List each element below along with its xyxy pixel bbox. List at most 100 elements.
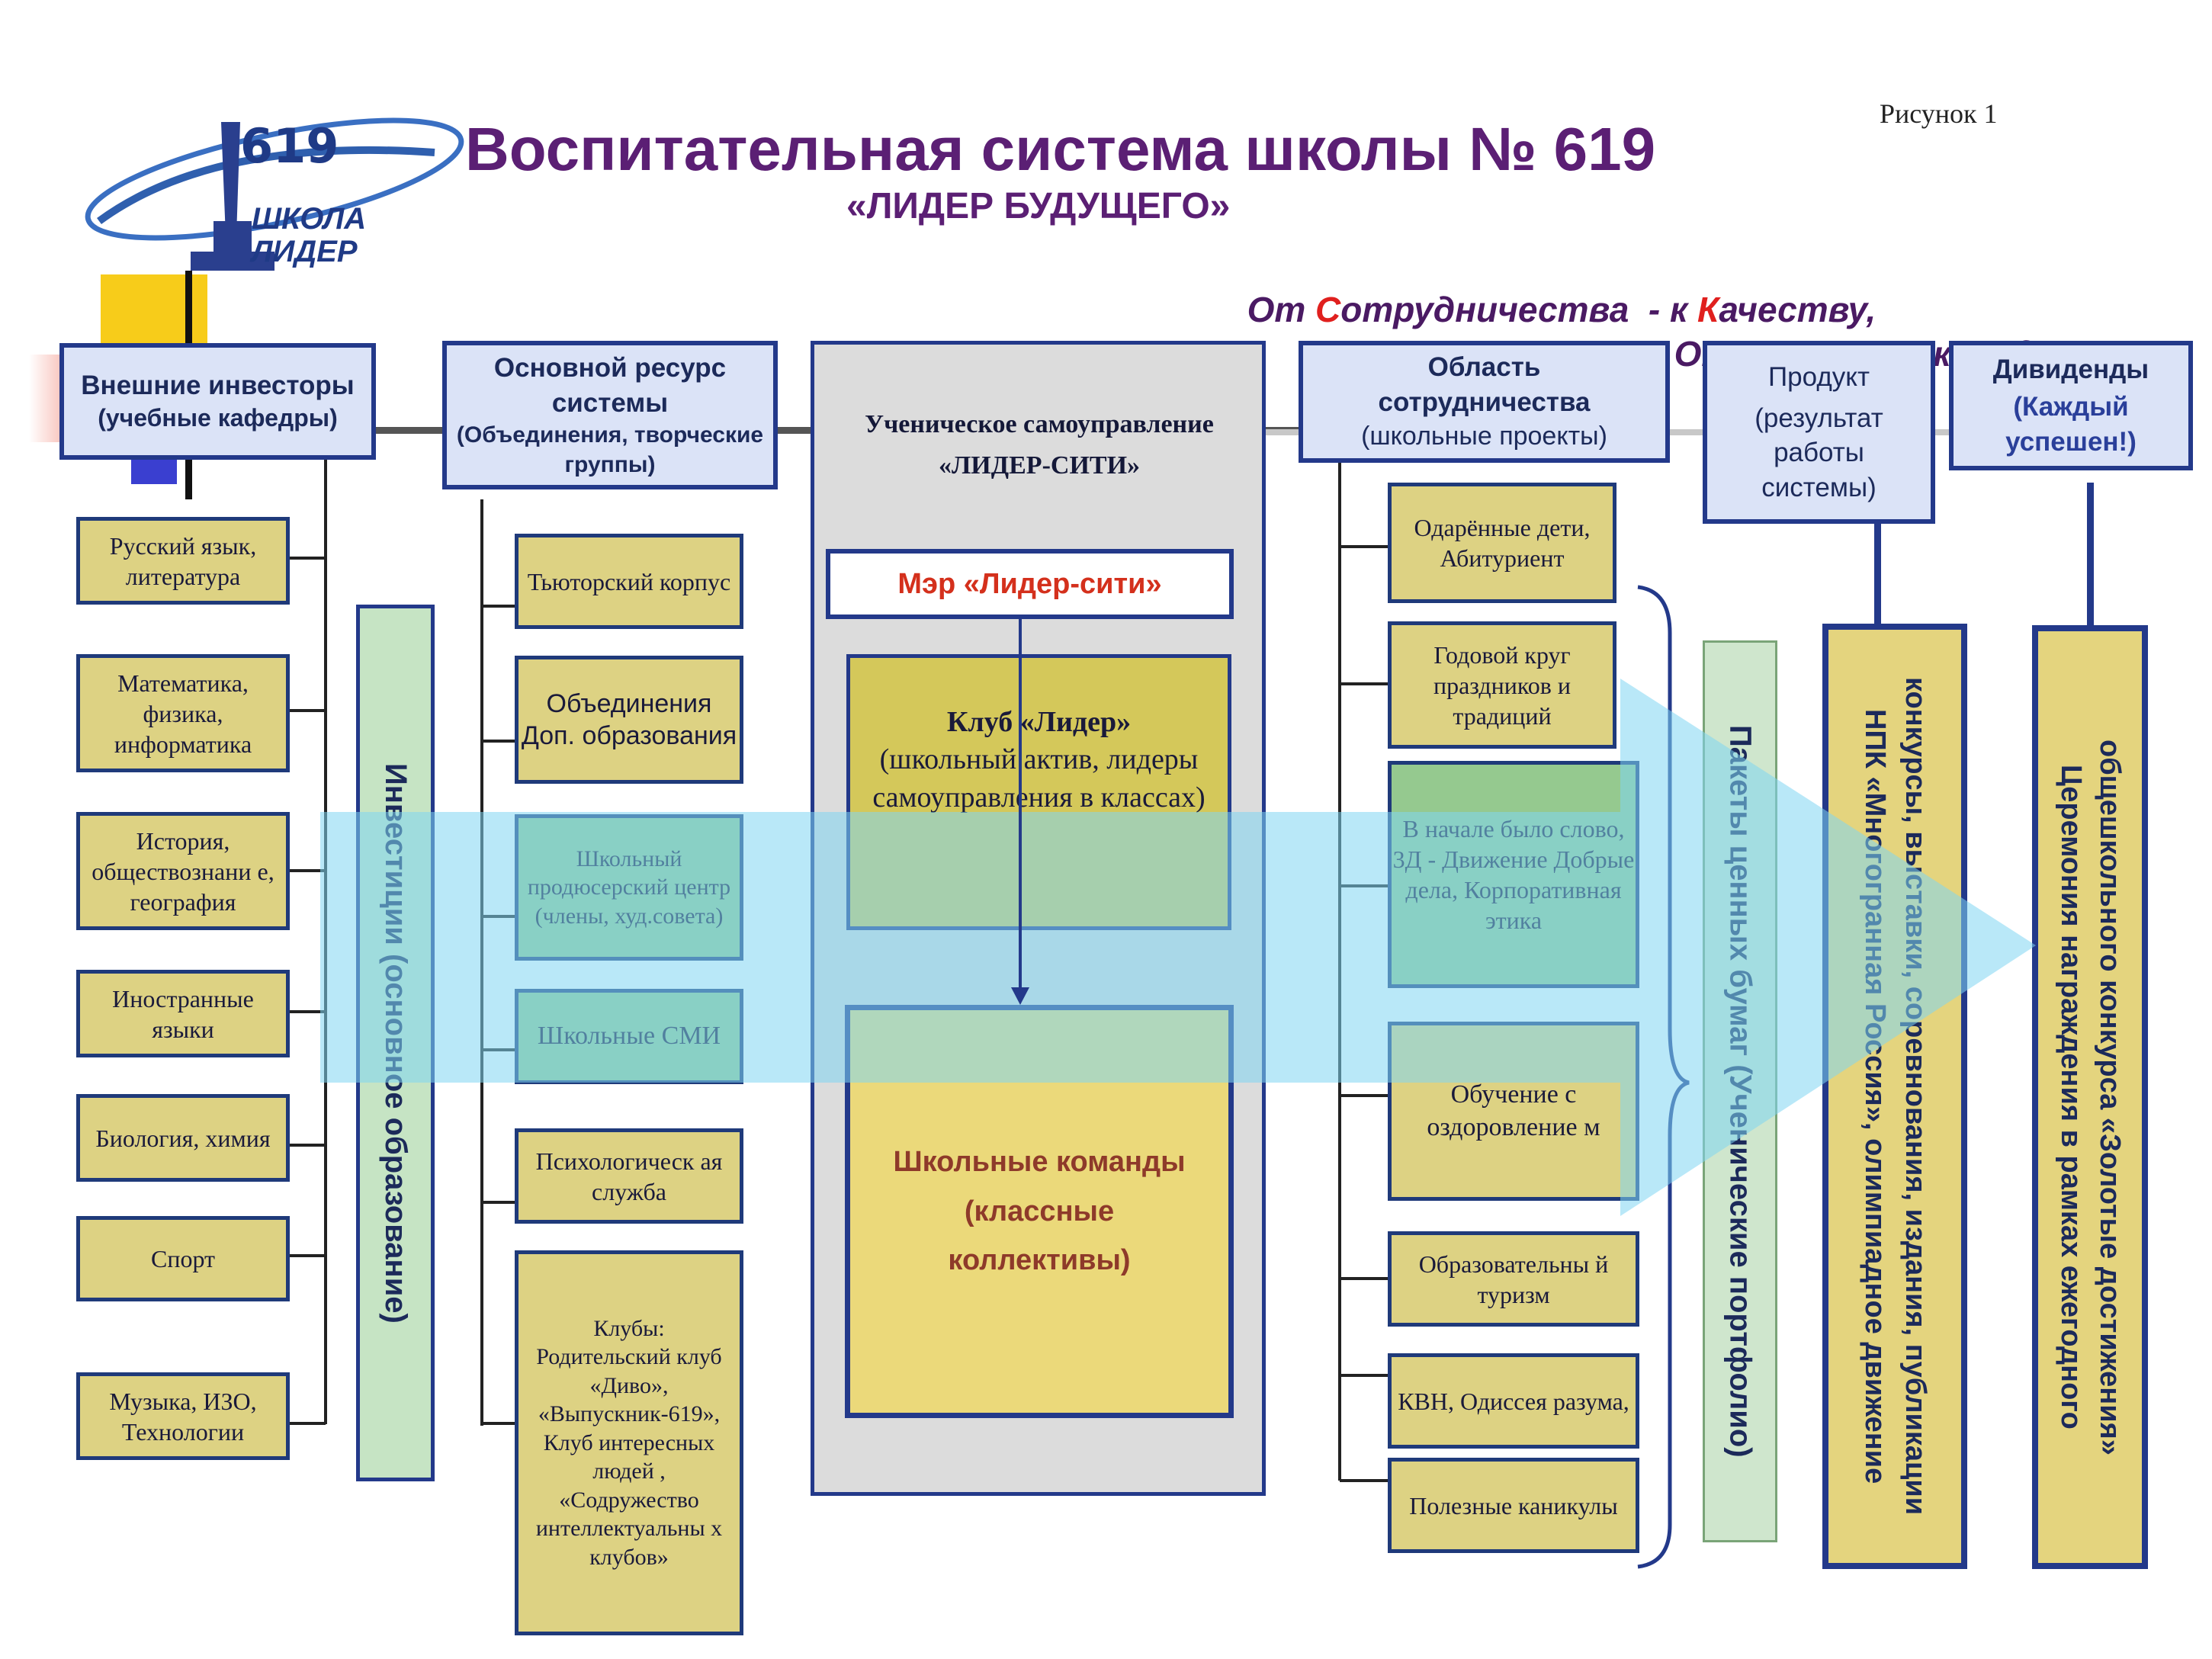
connector: [482, 1422, 516, 1425]
cooperation-item: Полезные каникулы: [1388, 1458, 1639, 1553]
resource-item: Объединения Доп. образования: [515, 656, 743, 784]
product-header: Продукт (результат работы системы): [1703, 341, 1935, 524]
self-government-title: Ученическое самоуправление «ЛИДЕР-СИТИ»: [814, 404, 1264, 487]
investments-label-text: Инвестиции (основное образование): [379, 762, 413, 1324]
investments-vertical-label: Инвестиции (основное образование): [356, 605, 435, 1481]
cooperation-item-label: Полезные каникулы: [1409, 1491, 1618, 1519]
connector: [482, 915, 516, 918]
cooperation-item: Годовой круг праздников и традиций: [1388, 621, 1616, 749]
self-government-title-l2: «ЛИДЕР-СИТИ»: [938, 451, 1141, 480]
product-vertical-l1: НПК «Многогранная Россия», олимпиадное д…: [1859, 708, 1891, 1484]
investor-item: Русский язык, литература: [76, 517, 290, 605]
motto-accent: С: [1315, 290, 1341, 329]
cooperation-item-label: Одарённые дети, Абитуриент: [1414, 514, 1591, 572]
connector: [482, 1048, 516, 1051]
investor-item: Музыка, ИЗО, Технологии: [76, 1372, 290, 1460]
connector: [1340, 1374, 1389, 1377]
cooperation-item-label: Годовой круг праздников и традиций: [1433, 640, 1572, 730]
school-teams-title: Школьные команды: [893, 1146, 1186, 1179]
school-teams-sub: (классные: [964, 1195, 1115, 1227]
motto-line1: От Сотрудничества - к Качеству,: [1228, 248, 1877, 330]
product-header-sub: (результат работы системы): [1755, 403, 1883, 502]
resource-item-label: Тьюторский корпус: [527, 567, 731, 595]
resource-header-sub: (Объединения, творческие группы): [456, 422, 764, 477]
cooperation-item: Одарённые дети, Абитуриент: [1388, 483, 1616, 603]
leader-club-title: Клуб «Лидер»: [946, 706, 1132, 738]
school-teams-box: Школьные команды (классные коллективы): [845, 1005, 1234, 1418]
connector: [288, 1010, 326, 1013]
dividends-vertical-l1: Церемония награждения в рамках ежегодног…: [2055, 765, 2087, 1430]
investor-item: Спорт: [76, 1216, 290, 1301]
cooperation-item: Образовательны й туризм: [1388, 1231, 1639, 1327]
connector: [288, 1422, 326, 1425]
connector: [1340, 1479, 1389, 1482]
investor-item-label: Музыка, ИЗО, Технологии: [109, 1387, 257, 1446]
investor-item-label: История, обществознани е, география: [91, 826, 274, 916]
product-vertical-l2: конкурсы, выставки, соревнования, издани…: [1899, 677, 1931, 1516]
product-connector: [1874, 524, 1881, 625]
cooperation-item-label: КВН, Одиссея разума,: [1398, 1387, 1629, 1415]
investors-header-sub: (учебные кафедры): [98, 404, 338, 432]
cooperation-item-label: В начале было слово, 3Д - Движение Добры…: [1392, 815, 1635, 934]
logo-number: 619: [240, 118, 339, 174]
connector: [482, 605, 516, 608]
resource-item-label: Школьные СМИ: [537, 1022, 721, 1051]
connector: [1340, 1277, 1389, 1280]
resource-header-title: Основной ресурс: [493, 353, 727, 383]
investor-item: Математика, физика, информатика: [76, 654, 290, 772]
dividends-connector: [2087, 483, 2094, 629]
investor-item-label: Русский язык, литература: [109, 531, 257, 590]
connector: [1340, 884, 1389, 887]
product-header-title: Продукт: [1768, 362, 1870, 392]
cooperation-item: КВН, Одиссея разума,: [1388, 1353, 1639, 1449]
motto-part: отрудничества - к: [1340, 290, 1698, 329]
self-government-title-l1: Ученическое самоуправление: [865, 410, 1214, 438]
dividends-vertical-l2: общешкольного конкурса «Золотые достижен…: [2094, 739, 2126, 1455]
cooperation-item: В начале было слово, 3Д - Движение Добры…: [1388, 761, 1639, 988]
leader-club-desc: (школьный актив, лидеры самоуправления в…: [872, 743, 1206, 813]
connector: [288, 1144, 326, 1147]
resource-header-title2: системы: [551, 387, 669, 418]
connector: [288, 557, 326, 560]
page-subtitle: «ЛИДЕР БУДУЩЕГО»: [846, 186, 1231, 226]
page-title: Воспитательная система школы № 619: [465, 115, 1656, 183]
investor-item: Биология, химия: [76, 1094, 290, 1182]
leader-club-box: Клуб «Лидер» (школьный актив, лидеры сам…: [846, 654, 1231, 930]
connector: [288, 1254, 326, 1257]
investor-item-label: Спорт: [150, 1245, 216, 1272]
resource-item: Клубы: Родительский клуб «Диво», «Выпуск…: [515, 1250, 743, 1635]
resource-item-label: Школьный продюсерский центр (члены, худ.…: [527, 846, 731, 929]
resource-item: Тьюторский корпус: [515, 534, 743, 629]
cooperation-item-label: Обучение с оздоровление м: [1427, 1080, 1600, 1141]
cooperation-header-title2: сотрудничества: [1378, 387, 1591, 417]
logo-line1: ШКОЛА: [252, 202, 367, 236]
product-vertical-box: НПК «Многогранная Россия», олимпиадное д…: [1822, 624, 1967, 1569]
resource-item-label: Психологическ ая служба: [535, 1147, 723, 1205]
cooperation-item-label: Образовательны й туризм: [1418, 1250, 1609, 1308]
investor-item-label: Математика, физика, информатика: [114, 669, 252, 758]
motto-accent: К: [1697, 290, 1719, 329]
resource-item: Школьный продюсерский центр (члены, худ.…: [515, 814, 743, 961]
investor-item-label: Биология, химия: [95, 1124, 271, 1152]
connector: [288, 869, 326, 872]
investor-item: История, обществознани е, география: [76, 812, 290, 930]
mayor-label: Мэр «Лидер-сити»: [897, 567, 1162, 600]
logo-graphic: [85, 117, 464, 271]
resource-item-label: Клубы: Родительский клуб «Диво», «Выпуск…: [535, 1315, 723, 1570]
connector: [482, 740, 516, 743]
investors-header-title: Внешние инвесторы: [81, 370, 355, 400]
cooperation-header-title: Область: [1427, 352, 1541, 383]
mayor-box: Мэр «Лидер-сити»: [826, 549, 1234, 619]
resource-item: Школьные СМИ: [515, 989, 743, 1084]
resource-item: Психологическ ая служба: [515, 1128, 743, 1224]
cooperation-item: Обучение с оздоровление м: [1388, 1022, 1639, 1201]
motto-part: ачеству,: [1719, 290, 1877, 329]
figure-label: Рисунок 1: [1880, 98, 1998, 129]
dividends-vertical-box: Церемония награждения в рамках ежегодног…: [2032, 625, 2148, 1569]
investors-connector: [324, 460, 327, 1424]
school-teams-sub2: коллективы): [948, 1244, 1131, 1277]
cooperation-connector: [1338, 463, 1341, 1481]
dividends-header: Дивиденды (Каждый успешен!): [1949, 341, 2193, 470]
investor-item: Иностранные языки: [76, 970, 290, 1057]
connector: [1340, 545, 1389, 548]
